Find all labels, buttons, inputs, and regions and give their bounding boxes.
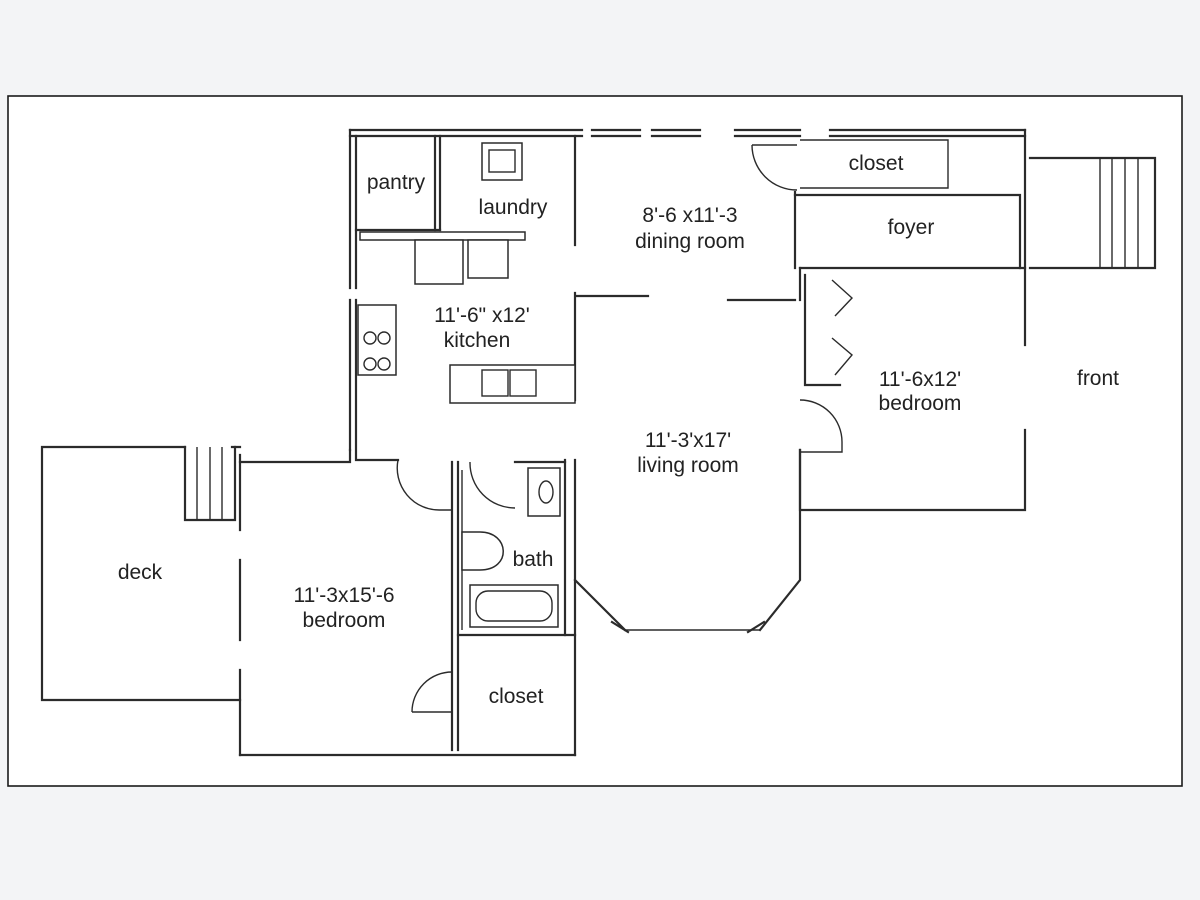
kitchen-name-label: kitchen — [444, 329, 511, 352]
plan-frame — [7, 95, 1183, 787]
bottom-band — [0, 815, 1200, 900]
front-label: front — [1077, 367, 1119, 390]
closet-bottom-label: closet — [489, 685, 544, 708]
pantry-label: pantry — [367, 171, 426, 194]
bedroom-right-size-label: 11'-6x12' — [879, 368, 961, 391]
bedroom-right-name-label: bedroom — [879, 392, 962, 415]
deck-label: deck — [118, 561, 163, 584]
exterior-walls — [238, 128, 1027, 757]
bedroom-left-name-label: bedroom — [303, 609, 386, 632]
top-band — [0, 0, 1200, 80]
bedroom-left-size-label: 11'-3x15'-6 — [293, 584, 394, 607]
dining-name-label: dining room — [635, 230, 745, 253]
doors — [396, 144, 854, 713]
bath-sink — [527, 467, 561, 517]
refrigerator — [414, 239, 464, 285]
dishwasher — [467, 239, 509, 279]
kitchen-sink — [449, 364, 576, 404]
living-size-label: 11'-3'x17' — [645, 429, 731, 452]
living-name-label: living room — [637, 454, 739, 477]
foyer-label: foyer — [888, 216, 935, 239]
room-labels: pantry laundry closet foyer 8'-6 x11'-3 … — [118, 152, 1119, 708]
washer — [481, 142, 523, 181]
closet-top-label: closet — [849, 152, 904, 175]
kitchen-size-label: 11'-6" x12' — [434, 304, 530, 327]
dining-size-label: 8'-6 x11'-3 — [642, 204, 737, 227]
laundry-label: laundry — [479, 196, 548, 219]
bath-label: bath — [513, 548, 554, 571]
toilet — [461, 531, 504, 571]
fixtures — [40, 142, 1157, 702]
